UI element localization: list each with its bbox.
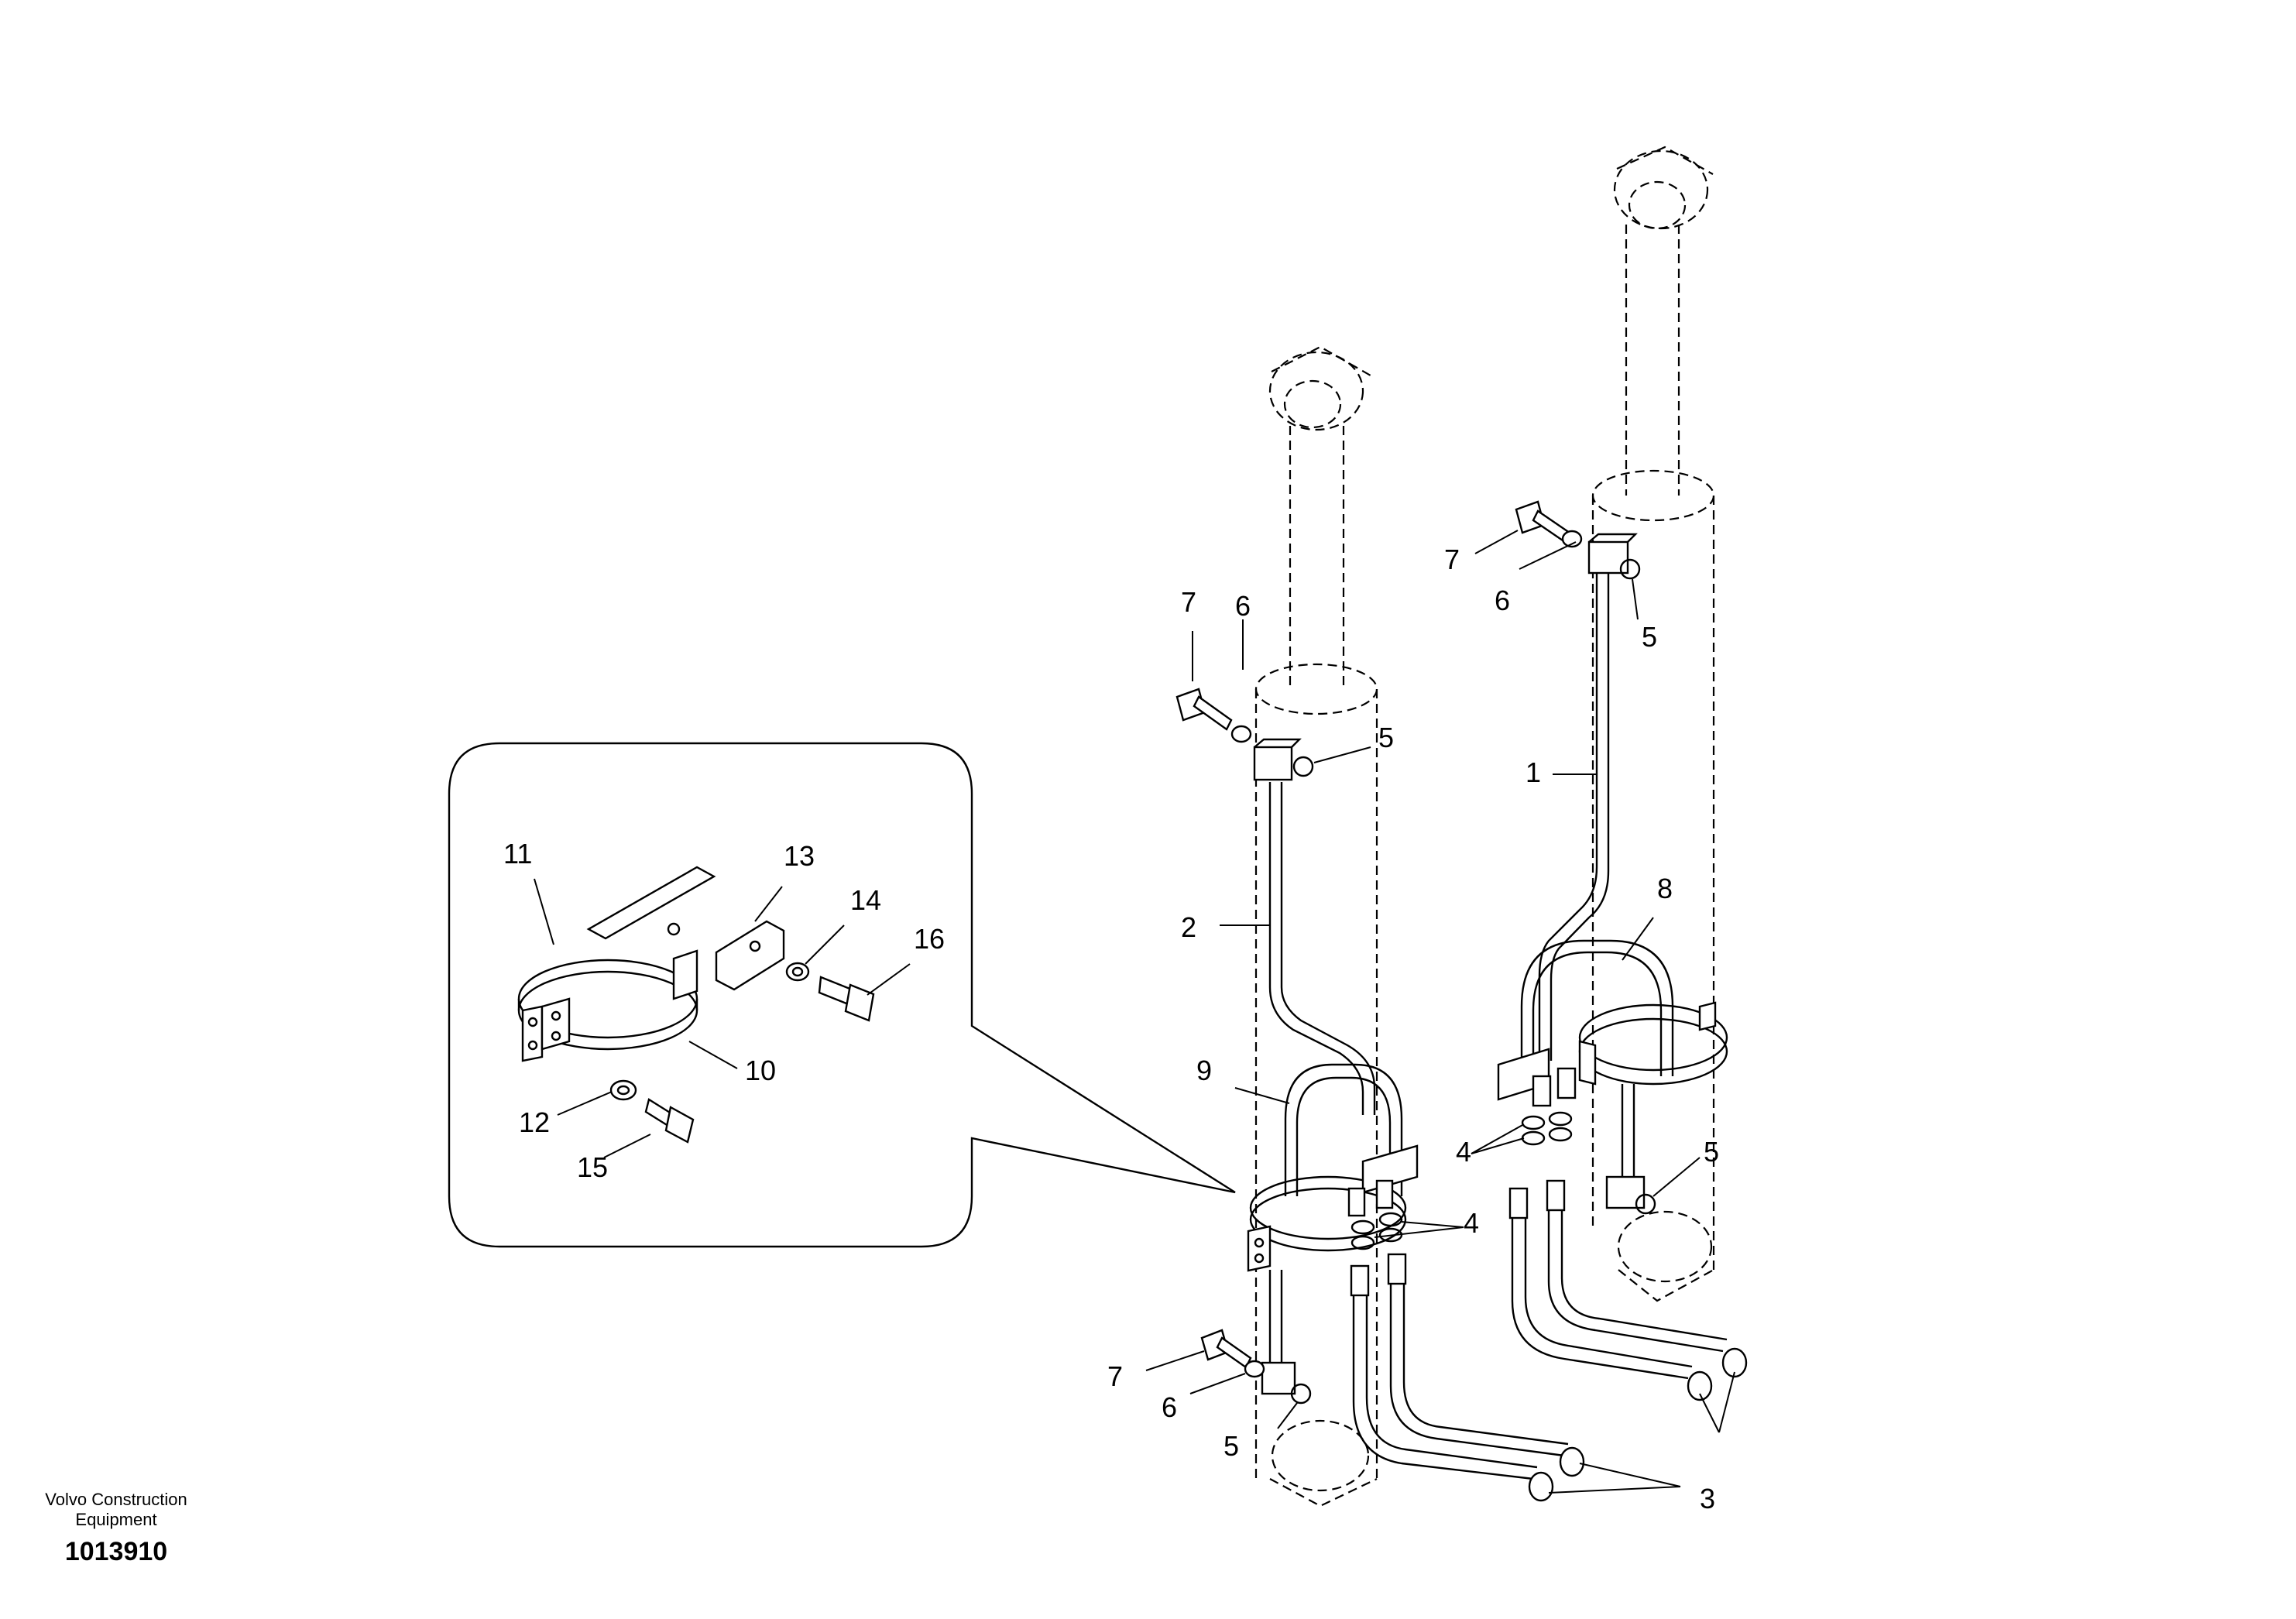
left-adapters (1347, 1179, 1403, 1250)
right-clamp (1497, 1001, 1728, 1107)
callout-4-left: 4 (1464, 1207, 1479, 1239)
callout-10: 10 (745, 1055, 776, 1086)
callout-5-left-top: 5 (1378, 722, 1394, 753)
callout-11: 11 (503, 838, 532, 870)
detail-nut (785, 962, 810, 982)
o-ring-5-left-top (1292, 756, 1314, 777)
bolt-7-left-top (1175, 688, 1233, 731)
hose-fitting-left-b (1559, 1446, 1585, 1477)
callout-5-right-bottom: 5 (1704, 1136, 1719, 1168)
hose-fitting-left-a (1528, 1471, 1554, 1502)
pipe-2-bottom-block (1261, 1361, 1296, 1395)
callout-7-left-bottom: 7 (1107, 1360, 1123, 1392)
pipe-1-bottom-block (1605, 1175, 1646, 1209)
washer-6-left-top (1230, 725, 1252, 743)
drawing-number: 1013910 (64, 1537, 168, 1566)
callout-4-right: 4 (1456, 1136, 1471, 1168)
hose-fitting-right-b (1721, 1347, 1748, 1378)
leader-lines (534, 530, 1735, 1494)
callout-15: 15 (577, 1151, 608, 1183)
callout-16: 16 (914, 923, 945, 955)
bolt-7-left-bottom (1200, 1329, 1252, 1369)
callout-8: 8 (1657, 873, 1673, 904)
u-bend-9 (1284, 1063, 1403, 1196)
pipe-1 (1538, 533, 1638, 1061)
pipe-1-top-block (1587, 540, 1629, 575)
hoses-3-left (1350, 1253, 1585, 1502)
o-ring-5-right-bottom (1635, 1193, 1656, 1215)
detail-view-frame (448, 742, 1236, 1248)
callout-7-left-top: 7 (1181, 586, 1196, 618)
callout-labels: 1 2 3 4 4 5 5 5 5 6 6 6 7 7 7 8 9 10 11 … (503, 544, 1719, 1514)
callout-2: 2 (1181, 911, 1196, 943)
callout-7-right: 7 (1444, 544, 1460, 575)
right-o-rings-4 (1521, 1111, 1573, 1146)
pipe-2 (1253, 738, 1376, 1395)
callout-6-left-bottom: 6 (1162, 1391, 1177, 1423)
detail-bolt-lower (644, 1098, 695, 1144)
o-ring-4-left-b (1378, 1212, 1403, 1227)
callout-6-left-top: 6 (1235, 590, 1251, 622)
callout-9: 9 (1196, 1055, 1212, 1086)
o-ring-5-left-bottom (1290, 1383, 1312, 1405)
company-name-line1: Volvo Construction (45, 1490, 187, 1509)
left-hydraulic-cylinder (1254, 345, 1378, 1508)
hoses-3-right (1508, 1179, 1748, 1401)
detail-clamp (517, 866, 716, 1062)
u-bend-8 (1520, 939, 1674, 1080)
detail-saddle (715, 920, 785, 991)
bolt-7-right (1515, 500, 1569, 542)
washer-6-left-bottom (1244, 1360, 1265, 1378)
o-ring-4-left-a (1350, 1219, 1375, 1235)
callout-12: 12 (519, 1106, 550, 1138)
detail-washer (609, 1079, 637, 1101)
o-ring-5-right-top (1619, 558, 1641, 580)
callout-1: 1 (1526, 756, 1541, 788)
pipe-2-top-block (1253, 746, 1293, 781)
detail-bolt-upper (818, 976, 875, 1022)
callout-5-right-top: 5 (1642, 621, 1657, 653)
hose-fitting-right-a (1687, 1370, 1713, 1401)
callout-13: 13 (784, 840, 815, 872)
washer-6-right (1561, 530, 1583, 548)
callout-6-right: 6 (1495, 585, 1510, 616)
company-name-line2: Equipment (75, 1510, 157, 1529)
right-hydraulic-cylinder (1591, 146, 1715, 1302)
callout-5-left-bottom: 5 (1224, 1430, 1239, 1462)
callout-14: 14 (850, 884, 881, 916)
callout-3: 3 (1700, 1483, 1715, 1514)
